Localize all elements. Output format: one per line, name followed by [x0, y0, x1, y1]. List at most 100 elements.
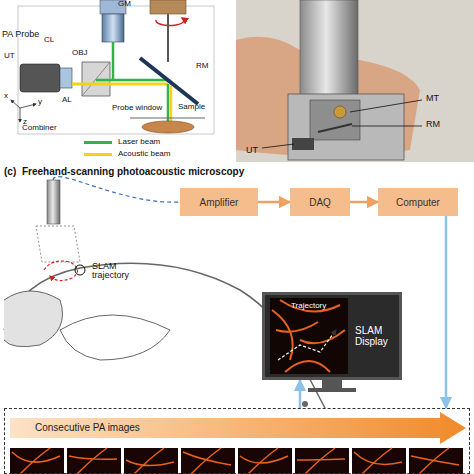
flow-arrow	[445, 216, 448, 408]
part-label: RM	[426, 120, 440, 129]
process-box: Computer	[378, 188, 458, 216]
monitor-display: TrajectorySLAM Display	[262, 292, 402, 380]
pa-vessel	[240, 448, 288, 474]
motor-photo	[334, 106, 346, 118]
mouse-ear	[4, 291, 63, 347]
probe-window	[130, 117, 205, 118]
annotation: SLAM trajectory	[92, 262, 144, 281]
monitor-screen	[262, 292, 402, 380]
motor-shaft	[167, 14, 169, 62]
pa-thumbnail	[409, 448, 463, 474]
photo-background	[236, 0, 474, 162]
time-arrow	[10, 412, 466, 444]
leader-line	[352, 126, 422, 127]
axis-label: z	[23, 118, 27, 126]
sample	[142, 121, 194, 133]
laser-beam	[112, 42, 115, 80]
part-label: AL	[62, 96, 72, 104]
part-label: MT	[426, 94, 439, 103]
legend-text: Acoustic beam	[118, 149, 170, 158]
probe-outline	[18, 6, 214, 134]
axis-label: x	[4, 92, 8, 100]
axis-label: y	[38, 98, 42, 106]
image-sequence-box: Consecutive PA images	[4, 408, 470, 474]
transducer-photo	[292, 138, 314, 150]
pa-vessel	[126, 448, 174, 474]
part-label: UT	[246, 146, 258, 155]
mirror-photo	[318, 124, 352, 132]
probe-housing	[288, 94, 404, 160]
pa-thumbnail	[352, 448, 406, 474]
flow-arrow	[258, 201, 290, 204]
node-text: DAQ	[309, 197, 331, 208]
legend-entry: Acoustic beam	[84, 149, 204, 160]
trajectory-path	[278, 330, 336, 360]
node-text: Amplifier	[200, 197, 239, 208]
node-text: Consecutive PA images	[35, 422, 140, 433]
mouse-nose	[302, 401, 308, 407]
slam-trajectory	[44, 261, 78, 281]
vessel-image	[272, 300, 345, 372]
monitor-stand	[322, 380, 342, 388]
axis-z	[20, 108, 21, 122]
pa-vessel	[183, 448, 231, 474]
pa-image-row	[10, 448, 463, 474]
axis-y	[20, 104, 36, 108]
leader-line	[350, 100, 422, 112]
axis-x	[11, 100, 20, 108]
legend-swatch	[84, 153, 112, 156]
flow-arrow	[350, 201, 378, 204]
part-label: Combiner	[22, 124, 57, 132]
process-box: Amplifier	[180, 188, 258, 216]
pa-thumbnail	[295, 448, 349, 474]
cable	[53, 177, 180, 203]
legend-swatch	[84, 141, 112, 144]
acoustic-beam	[72, 83, 168, 86]
leader-line	[262, 144, 294, 148]
part-label: RM	[196, 62, 208, 70]
pa-thumbnail	[181, 448, 235, 474]
pa-vessel	[12, 448, 60, 474]
legend-entry: Laser beam	[84, 137, 204, 148]
node-text: Trajectory	[291, 301, 326, 310]
slam-image	[270, 298, 348, 374]
panel-title: Freehand-scanning photoacoustic microsco…	[22, 167, 244, 178]
pa-thumbnail	[238, 448, 292, 474]
node-text: Computer	[396, 197, 440, 208]
housing-interior	[310, 100, 360, 140]
pa-vessel	[69, 448, 117, 474]
node-text: SLAM Display	[355, 325, 399, 347]
monitor-base	[308, 388, 356, 392]
acoustic-lens	[60, 68, 72, 88]
probe-cylinder	[300, 0, 358, 96]
part-label: Sample	[178, 103, 205, 111]
ultrasound-transducer	[20, 64, 60, 92]
objective-lens	[102, 14, 124, 42]
process-box: DAQ	[290, 188, 350, 216]
part-label: GM	[118, 0, 131, 8]
motor	[150, 0, 186, 14]
pa-vessel	[297, 448, 345, 474]
flow-arrow	[299, 380, 302, 408]
probe-icon	[47, 180, 60, 224]
part-label: Probe window	[112, 104, 162, 112]
part-label: CL	[44, 36, 54, 44]
trajectory-marker	[75, 265, 85, 275]
part-label: OBJ	[72, 49, 88, 57]
pa-thumbnail	[124, 448, 178, 474]
pa-vessel	[411, 448, 459, 474]
mouse-eye	[60, 315, 170, 360]
pa-thumbnail	[67, 448, 121, 474]
part-label: UT	[4, 52, 15, 60]
panel-label: PA Probe	[2, 30, 39, 39]
pa-thumbnail	[10, 448, 64, 474]
pa-vessel	[354, 448, 402, 474]
laser-beam	[96, 79, 168, 82]
probe-body-icon	[36, 226, 80, 262]
rotation-arrow	[156, 18, 184, 26]
panel-letter: (c)	[4, 167, 16, 178]
legend-text: Laser beam	[118, 137, 160, 146]
